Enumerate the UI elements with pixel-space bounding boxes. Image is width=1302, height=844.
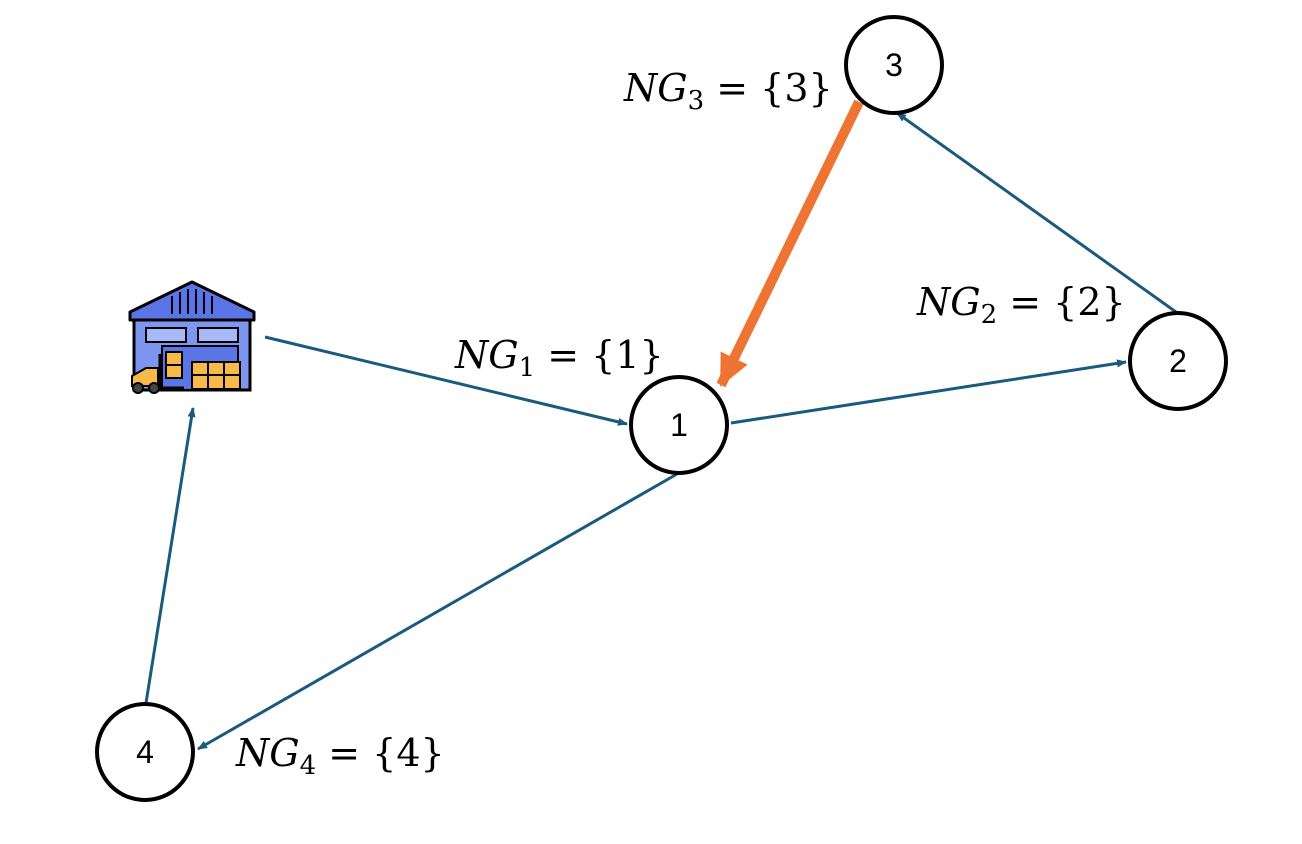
ng-label-2: NG2 = {2}: [916, 280, 1126, 330]
edge-2-to-3: [896, 111, 1177, 314]
edges: [144, 99, 1177, 751]
customer-node-1: 1: [629, 375, 729, 475]
node-label: 4: [136, 734, 154, 770]
node-label: 3: [885, 47, 903, 83]
customer-node-4: 4: [95, 702, 195, 802]
ng-label-1: NG1 = {1}: [454, 333, 664, 383]
ng-label-4: NG4 = {4}: [235, 731, 445, 781]
edge-3-to-1: [716, 99, 864, 388]
edge-1-to-2: [730, 359, 1127, 425]
ng-label-3: NG3 = {3}: [623, 66, 833, 116]
node-label: 1: [670, 407, 688, 443]
edge-depot-to-1: [264, 335, 628, 426]
warehouse-icon: [128, 280, 256, 394]
customer-node-2: 2: [1128, 311, 1228, 411]
edge-1-to-4: [197, 472, 678, 751]
node-label: 2: [1169, 343, 1187, 379]
customer-node-3: 3: [844, 15, 944, 115]
edge-4-to-depot: [144, 407, 196, 704]
